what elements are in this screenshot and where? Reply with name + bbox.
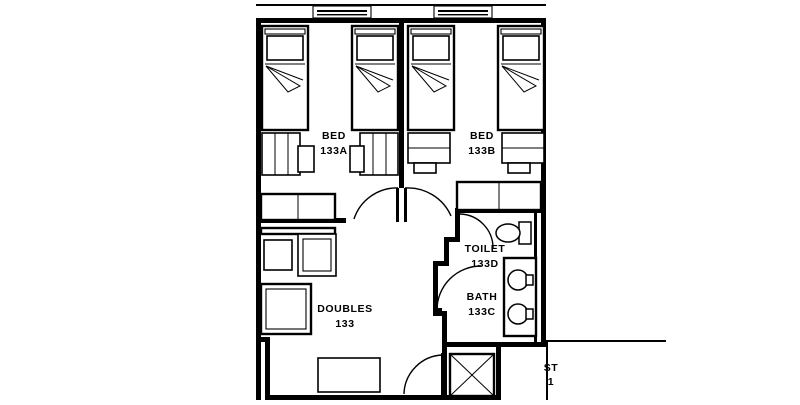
dresser-133a-right [349,132,399,176]
toilet-133d-name: TOILET [465,243,506,255]
bed-133b-name: BED [470,130,494,142]
sink-lower-icon [507,303,534,325]
door-entry-swing[interactable] [403,353,445,395]
bed-133b-right [496,24,546,132]
window-133b [433,5,493,19]
bed-133a-number: 133A [320,145,348,157]
bath-133c-name: BATH [467,291,498,303]
room-label-toilet-133d: TOILET 133D [465,243,506,270]
armchair-doubles-133 [259,282,313,336]
bath-133c-number: 133C [468,306,496,318]
sofa-doubles-133 [259,226,337,277]
stair-number: 1 [548,376,554,388]
door-toilet-133d-swing[interactable] [459,213,494,249]
room-label-bed-133b: BED 133B [468,130,496,157]
toilet-fixture [495,221,532,245]
bed-133a-right [350,24,400,132]
doubles-133-name: DOUBLES [317,303,373,315]
door-133b-swing[interactable] [404,187,452,222]
closet-133a [259,192,337,222]
sink-counter [502,256,538,338]
stair-name: ST [544,362,559,374]
bed-133a-left [260,24,310,132]
top-exterior-line [256,4,546,6]
sink-upper-icon [507,269,534,291]
closet-133b [455,180,543,212]
dresser-133a-left [261,132,315,176]
bed-133a-name: BED [322,130,346,142]
dresser-133b-right [501,132,545,174]
door-bath-133c-swing[interactable] [436,265,482,312]
doubles-133-number: 133 [335,318,354,330]
toilet-133d-number: 133D [471,258,499,270]
window-133a [312,5,372,19]
bed-133b-left [406,24,456,132]
room-label-bed-133a: BED 133A [320,130,348,157]
low-table-doubles-133 [317,357,381,393]
room-label-stair-clipped: ST 1 [544,362,559,388]
room-label-bath-133c: BATH 133C [467,291,498,318]
room-label-doubles-133: DOUBLES 133 [317,303,373,330]
dresser-133b-left [407,132,451,174]
door-133a-swing[interactable] [353,187,399,222]
bed-133b-number: 133B [468,145,496,157]
shower-stall [448,352,496,398]
